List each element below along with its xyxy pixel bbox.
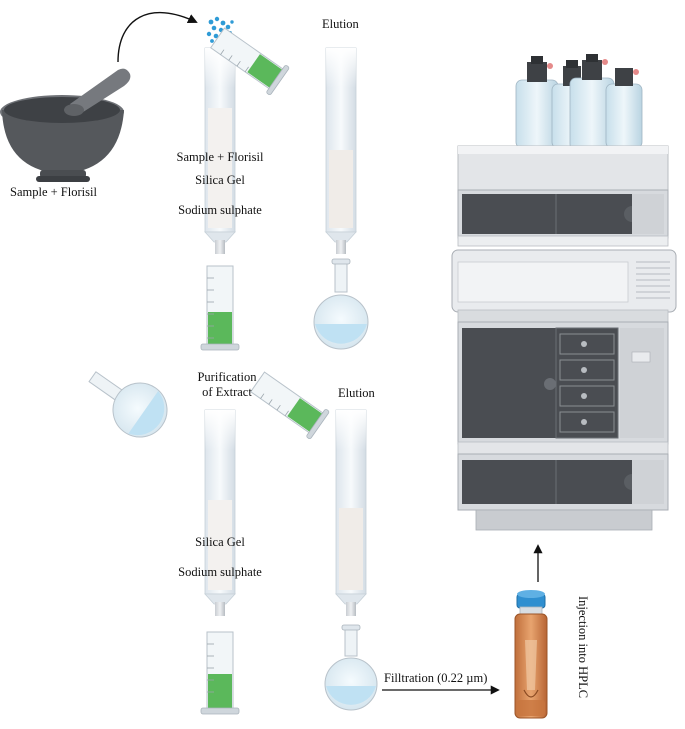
injection-label: Injection into HPLC (576, 596, 590, 699)
hplc-instrument (451, 54, 677, 531)
column-3-layer-2-label: Sodium sulphate (178, 565, 262, 579)
round-bottom-flask-bottom (324, 624, 378, 711)
solvent-bottles-icon (515, 54, 643, 151)
mortar-and-pestle-icon (0, 68, 131, 182)
round-bottom-flask-tilted (88, 371, 168, 438)
graduated-cylinder-1 (200, 265, 240, 351)
filtration-label: Filltration (0.22 µm) (384, 671, 488, 685)
elution-bottom-label: Elution (338, 386, 375, 400)
column-2 (325, 47, 357, 254)
column-1-layer-1-label: Sample + Florisil (176, 150, 264, 164)
purification-label-line-2: of Extract (202, 385, 252, 399)
mortar-label: Sample + Florisil (10, 185, 97, 199)
round-bottom-flask-top (313, 258, 369, 350)
graduated-cylinder-2 (200, 631, 240, 715)
transfer-arrow (117, 12, 198, 63)
column-3-layer-1-label: Silica Gel (195, 535, 245, 549)
column-1-layer-2-label: Silica Gel (195, 173, 245, 187)
pouring-cylinder-top (210, 27, 290, 96)
column-1-layer-3-label: Sodium sulphate (178, 203, 262, 217)
pouring-cylinder-bottom (250, 371, 330, 440)
vial-icon (514, 590, 548, 719)
column-3 (204, 409, 236, 616)
purification-label-line-1: Purification (197, 370, 257, 384)
column-4 (335, 409, 367, 616)
elution-top-label: Elution (322, 17, 359, 31)
